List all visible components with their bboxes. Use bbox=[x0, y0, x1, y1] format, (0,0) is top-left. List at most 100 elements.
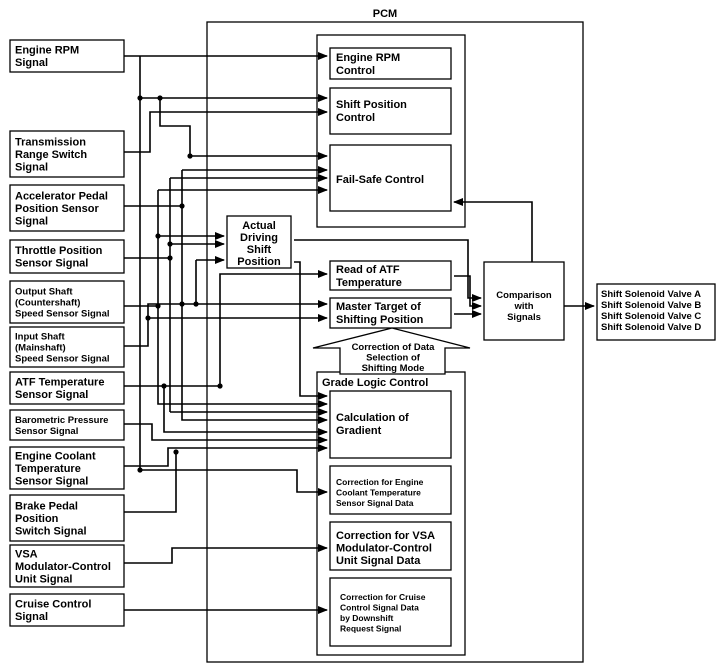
junction-dot bbox=[157, 95, 163, 101]
input-label-line: Position Sensor bbox=[15, 203, 99, 215]
junction-dot bbox=[167, 241, 173, 247]
block-label-shift-position-control-line: Control bbox=[336, 112, 375, 124]
output-label-line: Shift Solenoid Valve D bbox=[601, 322, 701, 333]
block-label-correction-cruise-line: Control Signal Data bbox=[340, 603, 419, 613]
block-label-master-target-line: Master Target of bbox=[336, 301, 421, 313]
input-label-line: Barometric Pressure bbox=[15, 415, 108, 426]
input-box bbox=[9, 371, 125, 405]
correction-cruise-box bbox=[329, 577, 452, 647]
shift-position-control-box bbox=[329, 87, 452, 135]
input-box bbox=[9, 184, 125, 232]
input-label-line: Temperature bbox=[15, 463, 81, 475]
block-label-correction-arrow-line: Correction of Data bbox=[352, 342, 436, 353]
block-label-actual-driving-shift-position-line: Driving bbox=[240, 232, 278, 244]
pcm-title: PCM bbox=[373, 8, 397, 20]
block-label-comparison-with-signals-line: Comparison bbox=[496, 290, 552, 301]
junction-dot bbox=[217, 383, 223, 389]
master-target-box bbox=[329, 297, 452, 329]
input-label-line: Engine Coolant bbox=[15, 450, 96, 462]
block-label-correction-arrow-line: Selection of bbox=[366, 353, 421, 364]
input-label-line: Sensor Signal bbox=[15, 426, 78, 437]
block-label-fail-safe-control: Fail-Safe Control bbox=[336, 174, 424, 186]
input-box bbox=[9, 326, 125, 368]
block-label-master-target-line: Shifting Position bbox=[336, 314, 424, 326]
input-label-line: (Mainshaft) bbox=[15, 342, 66, 353]
engine-rpm-control-box bbox=[329, 47, 452, 80]
input-label-line: Signal bbox=[15, 215, 48, 227]
output-solenoid-box bbox=[596, 283, 716, 341]
input-label-line: Speed Sensor Signal bbox=[15, 308, 110, 319]
junction-dot bbox=[155, 303, 161, 309]
input-label-line: Accelerator Pedal bbox=[15, 190, 108, 202]
input-label-line: Position bbox=[15, 513, 59, 525]
signal-wires bbox=[124, 52, 595, 614]
junction-dots bbox=[137, 95, 223, 473]
block-label-actual-driving-shift-position-line: Actual bbox=[242, 220, 276, 232]
input-label: Output Shaft(Countershaft)Speed Sensor S… bbox=[15, 286, 110, 319]
input-label-line: (Countershaft) bbox=[15, 297, 80, 308]
input-label-line: Throttle Position bbox=[15, 245, 103, 257]
junction-dot bbox=[137, 467, 143, 473]
input-label-line: Engine RPM bbox=[15, 45, 79, 57]
block-label-comparison-with-signals-line: Signals bbox=[507, 312, 541, 323]
block-label-correction-cruise-line: Request Signal bbox=[340, 624, 401, 634]
block-label-engine-rpm-control-line: Control bbox=[336, 65, 375, 77]
calculation-of-gradient-box bbox=[329, 390, 452, 459]
block-label-correction-cruise-line: Correction for Cruise bbox=[340, 592, 426, 602]
block-label-actual-driving-shift-position-line: Shift bbox=[247, 244, 272, 256]
block-label-calculation-of-gradient-line: Gradient bbox=[336, 425, 382, 437]
input-label-line: Output Shaft bbox=[15, 286, 73, 297]
block-label-fail-safe-control-line: Fail-Safe Control bbox=[336, 174, 424, 186]
output-label-line: Shift Solenoid Valve B bbox=[601, 300, 701, 311]
block-label-grade-logic-control: Grade Logic Control bbox=[322, 377, 428, 389]
input-label-line: Sensor Signal bbox=[15, 389, 88, 401]
input-label-line: VSA bbox=[15, 548, 38, 560]
input-label-line: Brake Pedal bbox=[15, 500, 78, 512]
block-label-grade-logic-control-line: Grade Logic Control bbox=[322, 377, 428, 389]
block-label-engine-rpm-control-line: Engine RPM bbox=[336, 52, 400, 64]
input-label-line: Modulator-Control bbox=[15, 561, 111, 573]
input-label-line: Sensor Signal bbox=[15, 258, 88, 270]
junction-dot bbox=[155, 233, 161, 239]
block-label-correction-cruise-line: by Downshift bbox=[340, 613, 394, 623]
junction-dot bbox=[161, 383, 167, 389]
input-label-line: Transmission bbox=[15, 136, 86, 148]
junction-dot bbox=[187, 153, 193, 159]
junction-dot bbox=[167, 255, 173, 261]
input-label-line: Input Shaft bbox=[15, 331, 65, 342]
block-label-actual-driving-shift-position-line: Position bbox=[237, 256, 281, 268]
input-label-line: Unit Signal bbox=[15, 573, 72, 585]
block-label-correction-engine-coolant-line: Correction for Engine bbox=[336, 477, 424, 487]
correction-up-arrow bbox=[312, 327, 471, 375]
read-of-atf-temperature-box bbox=[329, 260, 452, 291]
input-box bbox=[9, 130, 125, 178]
input-label-line: Signal bbox=[15, 161, 48, 173]
block-label-read-of-atf-temperature-line: Temperature bbox=[336, 277, 402, 289]
block-label-calculation-of-gradient-line: Calculation of bbox=[336, 412, 409, 424]
junction-dot bbox=[193, 301, 199, 307]
input-box bbox=[9, 409, 125, 441]
fail-safe-control-box bbox=[329, 144, 452, 212]
input-box bbox=[9, 494, 125, 542]
comparison-box bbox=[483, 261, 565, 341]
block-label-comparison-with-signals-line: with bbox=[514, 301, 534, 312]
block-label-correction-vsa-line: Correction for VSA bbox=[336, 530, 435, 542]
correction-engine-coolant-box bbox=[329, 465, 452, 515]
